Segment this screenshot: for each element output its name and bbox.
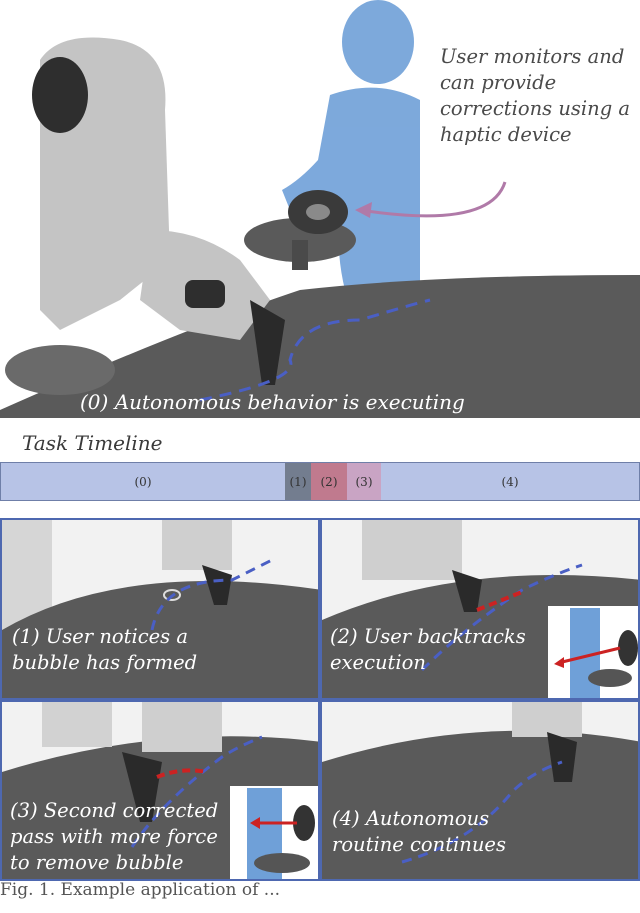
panel-caption: (3) Second corrected pass with more forc… bbox=[10, 799, 219, 874]
step-panels: (1) User notices a bubble has formed (2)… bbox=[0, 518, 640, 881]
timeline-segment-3: (3) bbox=[347, 463, 381, 500]
timeline-segment-1: (1) bbox=[285, 463, 311, 500]
figure-caption: Fig. 1. Example application of ... bbox=[0, 880, 281, 900]
user-figure bbox=[282, 0, 420, 290]
panel-caption: (2) User backtracks execution bbox=[330, 625, 526, 674]
segment-label: (3) bbox=[355, 474, 373, 489]
timeline-segment-4: (4) bbox=[381, 463, 639, 500]
pointer-arrow bbox=[359, 181, 507, 218]
haptic-inset bbox=[548, 606, 638, 698]
segment-label: (0) bbox=[134, 474, 152, 489]
timeline-title: Task Timeline bbox=[22, 431, 163, 455]
scene-illustration bbox=[0, 0, 640, 418]
user-note: User monitors and can provide correction… bbox=[440, 45, 631, 146]
panel-caption: (4) Autonomous routine continues bbox=[332, 807, 506, 856]
timeline-segment-2: (2) bbox=[311, 463, 347, 500]
panel-step-1: (1) User notices a bubble has formed bbox=[0, 518, 320, 700]
task-timeline: (0) (1) (2) (3) (4) bbox=[0, 462, 640, 501]
robot-arm bbox=[32, 37, 285, 385]
planned-path bbox=[199, 298, 431, 402]
haptic-inset bbox=[230, 786, 318, 879]
haptic-device bbox=[244, 190, 356, 270]
panel-step-3: (3) Second corrected pass with more forc… bbox=[0, 700, 320, 881]
segment-label: (1) bbox=[289, 474, 307, 489]
panel-step-4: (4) Autonomous routine continues bbox=[320, 700, 640, 881]
timeline-segment-0: (0) bbox=[1, 463, 285, 500]
panel-illustration bbox=[322, 702, 638, 879]
segment-label: (2) bbox=[320, 474, 338, 489]
panel-illustration bbox=[2, 520, 318, 698]
segment-label: (4) bbox=[501, 474, 519, 489]
autonomous-scene bbox=[0, 0, 640, 418]
scene-caption: (0) Autonomous behavior is executing bbox=[80, 390, 465, 414]
work-surface bbox=[0, 275, 640, 418]
panel-caption: (1) User notices a bubble has formed bbox=[12, 625, 198, 674]
panel-step-2: (2) User backtracks execution bbox=[320, 518, 640, 700]
